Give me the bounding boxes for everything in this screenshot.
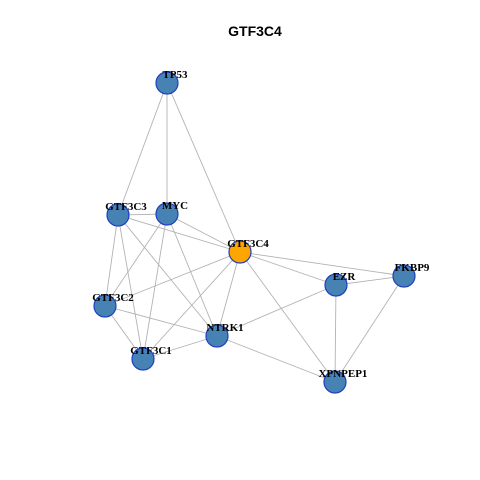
edge-gtf3c3-ntrk1 [117, 214, 218, 337]
node-xpnpep1: XPNPEP1 [319, 368, 368, 394]
node-label-ntrk1: NTRK1 [206, 322, 243, 334]
node-label-ezr: EZR [333, 271, 357, 283]
node-circle-ntrk1 [205, 324, 229, 348]
node-label-gtf3c2: GTF3C2 [92, 292, 134, 304]
node-gtf3c2: GTF3C2 [92, 292, 134, 318]
edge-ezr-xpnpep1 [334, 284, 337, 383]
node-label-gtf3c1: GTF3C1 [130, 345, 172, 357]
edge-gtf3c4-gtf3c2 [104, 251, 241, 307]
node-label-tp53: TP53 [162, 69, 188, 81]
edge-gtf3c4-xpnpep1 [239, 251, 336, 383]
node-label-gtf3c3: GTF3C3 [105, 201, 147, 213]
edge-gtf3c4-ezr [239, 251, 337, 286]
node-circle-ezr [324, 273, 348, 297]
edge-gtf3c3-gtf3c4 [117, 214, 241, 253]
edge-gtf3c4-fkbp9 [239, 251, 405, 277]
node-circle-gtf3c1 [131, 347, 155, 371]
edge-tp53-gtf3c3 [117, 82, 168, 216]
graph-title: GTF3C4 [228, 23, 282, 39]
edge-myc-gtf3c2 [104, 213, 168, 307]
edge-gtf3c3-gtf3c1 [117, 214, 144, 360]
node-circle-gtf3c4 [228, 240, 252, 264]
node-circle-xpnpep1 [323, 370, 347, 394]
node-circle-gtf3c3 [106, 203, 130, 227]
node-circle-tp53 [155, 71, 179, 95]
edge-gtf3c2-ntrk1 [104, 305, 218, 337]
node-fkbp9: FKBP9 [392, 262, 430, 288]
edge-gtf3c4-gtf3c1 [142, 251, 241, 360]
node-ezr: EZR [324, 271, 357, 297]
edge-gtf3c4-ntrk1 [216, 251, 241, 337]
edge-myc-ntrk1 [166, 213, 218, 337]
node-gtf3c1: GTF3C1 [130, 345, 172, 371]
edge-gtf3c3-gtf3c2 [104, 214, 119, 307]
edge-myc-gtf3c4 [166, 213, 241, 253]
node-label-gtf3c4: GTF3C4 [227, 238, 269, 250]
node-circle-fkbp9 [392, 264, 416, 288]
edge-tp53-gtf3c4 [166, 82, 241, 253]
node-label-xpnpep1: XPNPEP1 [319, 368, 368, 380]
node-tp53: TP53 [155, 69, 188, 95]
node-myc: MYC [155, 200, 188, 226]
edge-fkbp9-xpnpep1 [334, 275, 405, 383]
edge-gtf3c1-ntrk1 [142, 335, 218, 360]
node-circle-gtf3c2 [93, 294, 117, 318]
node-ntrk1: NTRK1 [205, 322, 244, 348]
edge-ntrk1-xpnpep1 [216, 335, 336, 383]
edges-layer [104, 82, 405, 383]
node-label-fkbp9: FKBP9 [395, 262, 430, 274]
node-circle-myc [155, 202, 179, 226]
node-gtf3c3: GTF3C3 [105, 201, 147, 227]
edge-ntrk1-ezr [216, 284, 337, 337]
edge-myc-gtf3c1 [142, 213, 168, 360]
node-gtf3c4: GTF3C4 [227, 238, 269, 264]
node-label-myc: MYC [162, 200, 188, 212]
